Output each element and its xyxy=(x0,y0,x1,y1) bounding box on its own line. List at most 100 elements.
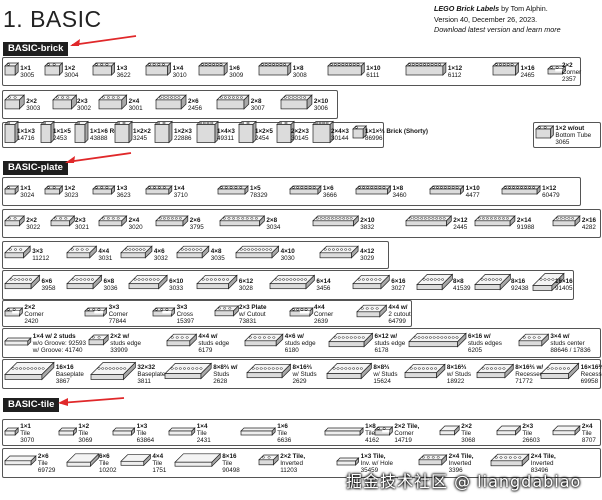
plate-icon xyxy=(356,303,388,324)
plate-icon xyxy=(235,245,280,265)
plate-icon xyxy=(476,363,515,384)
download-link[interactable]: Download latest version and learn more xyxy=(434,25,561,34)
part-name: 6×6 xyxy=(99,453,110,460)
part-name: 2×4 Tile, xyxy=(530,453,556,460)
part-number: 3008 xyxy=(292,71,307,79)
part-number: 3036 xyxy=(103,285,118,293)
part-subtitle: Tile xyxy=(522,429,533,437)
part-name: 4×4 xyxy=(314,303,325,311)
part-name: 1×8 xyxy=(292,64,304,72)
part-number: 3010 xyxy=(172,71,187,79)
part-name: 2×4 Tile, xyxy=(448,453,474,460)
brick-icon xyxy=(535,125,555,145)
part-number: 3035 xyxy=(210,255,225,263)
plate-icon xyxy=(540,362,580,385)
plate-icon xyxy=(416,273,454,296)
part-subtitle: Corner xyxy=(24,310,44,318)
part-number: 3031 xyxy=(98,255,113,263)
part-name: 3×4 w/ xyxy=(550,333,570,340)
part-subtitle: Corner xyxy=(108,310,128,318)
part-name: 1×1×3 xyxy=(17,128,35,135)
plate-icon xyxy=(518,333,550,353)
arrow-icon xyxy=(58,397,125,406)
part-number: 91988 xyxy=(516,223,535,231)
part-name: 2×2 Tile, xyxy=(394,422,420,430)
plate-icon xyxy=(490,453,530,473)
part-number: 18922 xyxy=(446,378,465,386)
part-number: 14716 xyxy=(17,135,35,143)
part-number: 11203 xyxy=(280,467,298,475)
brick-icon xyxy=(492,61,520,82)
part-number: 3021 xyxy=(75,223,90,231)
plate-icon xyxy=(4,183,20,201)
part-number: 2453 xyxy=(53,135,68,143)
part-number: 69958 xyxy=(580,378,599,386)
part-number: 90498 xyxy=(222,467,240,475)
part-name: 1×2 xyxy=(78,422,90,430)
part-name: 8×16 xyxy=(222,453,237,460)
part-name: 1×4 xyxy=(172,64,184,72)
part-name: 1×4 w/ 2 studs xyxy=(32,333,76,340)
tall-icon xyxy=(74,120,89,150)
part-number: 14719 xyxy=(394,436,412,444)
part-subtitle: w/ Studs xyxy=(292,371,317,379)
part-number: 6205 xyxy=(468,347,483,355)
part-number: 3006 xyxy=(313,104,328,112)
part-subtitle: Tile xyxy=(99,460,109,468)
part-subtitle: Tile xyxy=(136,429,147,437)
part-name: 6×6 xyxy=(41,278,53,285)
tile-icon xyxy=(552,424,581,442)
part-number: 41539 xyxy=(453,285,471,293)
part-number: 6112 xyxy=(447,71,462,79)
part-subtitle: Cross xyxy=(176,310,194,318)
part-number: 3033 xyxy=(169,285,184,293)
part-name: 2×3 Plate xyxy=(239,303,267,311)
tile-icon xyxy=(66,452,100,473)
part-number: 2357 xyxy=(562,75,577,83)
plate-icon xyxy=(328,332,374,353)
part-text: 1×1×⅔ Brick (Shorty)86996 xyxy=(365,128,428,142)
part-name: 4×4 w/ xyxy=(198,333,218,340)
part-subtitle: Tile xyxy=(581,429,592,437)
part-subtitle: Studs xyxy=(213,371,230,379)
part-name: 2×3 xyxy=(522,422,534,430)
plate-icon xyxy=(92,183,116,201)
part-name: 2×2 Tile, xyxy=(280,453,306,460)
part-name: 2×12 xyxy=(453,216,468,224)
part-name: 3×3 xyxy=(32,248,43,255)
part-name: 4×10 xyxy=(280,248,295,255)
part-name: 2×4 xyxy=(128,97,140,105)
part-subtitle: w/ Studs xyxy=(446,371,472,379)
